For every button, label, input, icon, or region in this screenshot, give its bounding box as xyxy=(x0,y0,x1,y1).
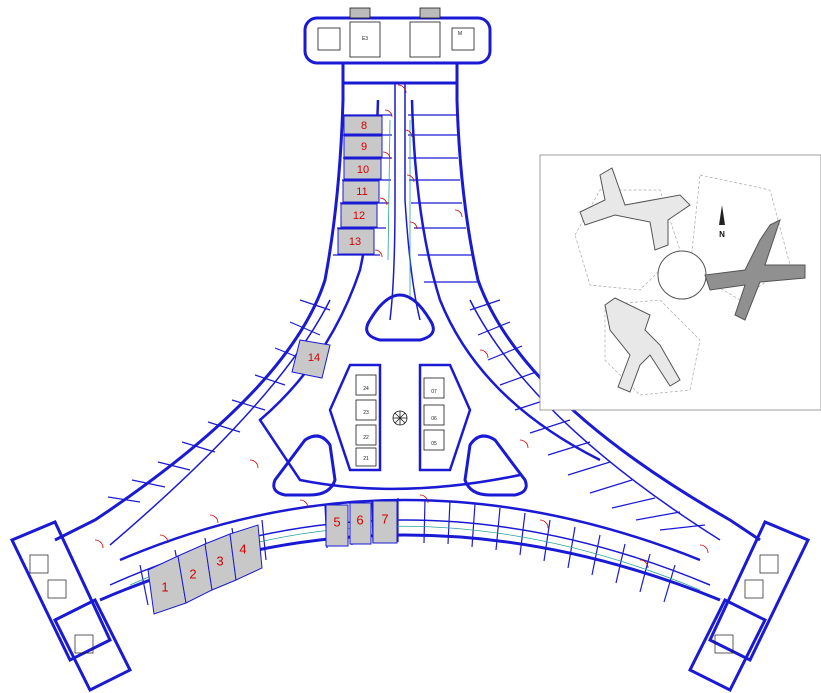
elevator-boxes xyxy=(355,374,445,467)
core-label: E3 xyxy=(362,36,368,42)
key-plan-plaza xyxy=(657,250,707,300)
room-number: 12 xyxy=(353,210,365,222)
end-core-details xyxy=(29,554,779,654)
room-number: 8 xyxy=(361,120,367,132)
highlighted-rooms xyxy=(147,115,398,615)
elevator-label: 07 xyxy=(431,389,437,395)
compass-circle-icon xyxy=(392,410,408,426)
room-number: 11 xyxy=(356,186,367,198)
elevator-label: 05 xyxy=(431,441,437,447)
elevator-label: 21 xyxy=(363,456,369,462)
key-plan-buildings xyxy=(579,167,806,393)
room-number: 7 xyxy=(381,511,388,526)
central-triangle-atrium xyxy=(365,293,435,342)
top-stair-core xyxy=(303,16,492,85)
room-number: 5 xyxy=(333,514,340,529)
north-arrow-icon: N xyxy=(719,205,725,239)
left-end-core xyxy=(9,520,133,693)
elevator-label: 22 xyxy=(363,435,369,441)
corridor-lines xyxy=(109,82,721,546)
room-number: 4 xyxy=(239,541,246,556)
room-number: 3 xyxy=(216,553,223,568)
door-swings xyxy=(94,84,709,569)
central-elevator-core xyxy=(328,363,472,472)
key-plan-site-lines xyxy=(574,174,791,396)
top-core-details xyxy=(317,7,475,58)
right-arm-partitions xyxy=(469,299,706,531)
north-label: N xyxy=(719,230,725,239)
right-end-core xyxy=(687,520,811,693)
room-partitions xyxy=(333,114,478,283)
elevator-label: 06 xyxy=(431,416,437,422)
left-arm-partitions xyxy=(107,299,331,503)
room-number-labels: 8 9 10 11 12 13 14 1 2 3 4 5 6 7 xyxy=(161,120,388,595)
elevator-label: 24 xyxy=(363,386,369,392)
elevator-label: 23 xyxy=(363,410,369,416)
room-number: 1 xyxy=(161,579,168,594)
room-number: 6 xyxy=(356,512,363,527)
room-number: 9 xyxy=(361,141,367,153)
side-courts xyxy=(272,434,528,497)
key-plan-inset: N xyxy=(539,154,821,411)
core-label: M xyxy=(458,31,462,37)
room-number: 14 xyxy=(308,352,320,364)
room-number: 13 xyxy=(349,236,361,248)
room-number: 10 xyxy=(357,164,369,176)
room-number: 2 xyxy=(189,566,196,581)
elevator-labels: 24 23 22 21 07 06 05 xyxy=(363,386,437,462)
